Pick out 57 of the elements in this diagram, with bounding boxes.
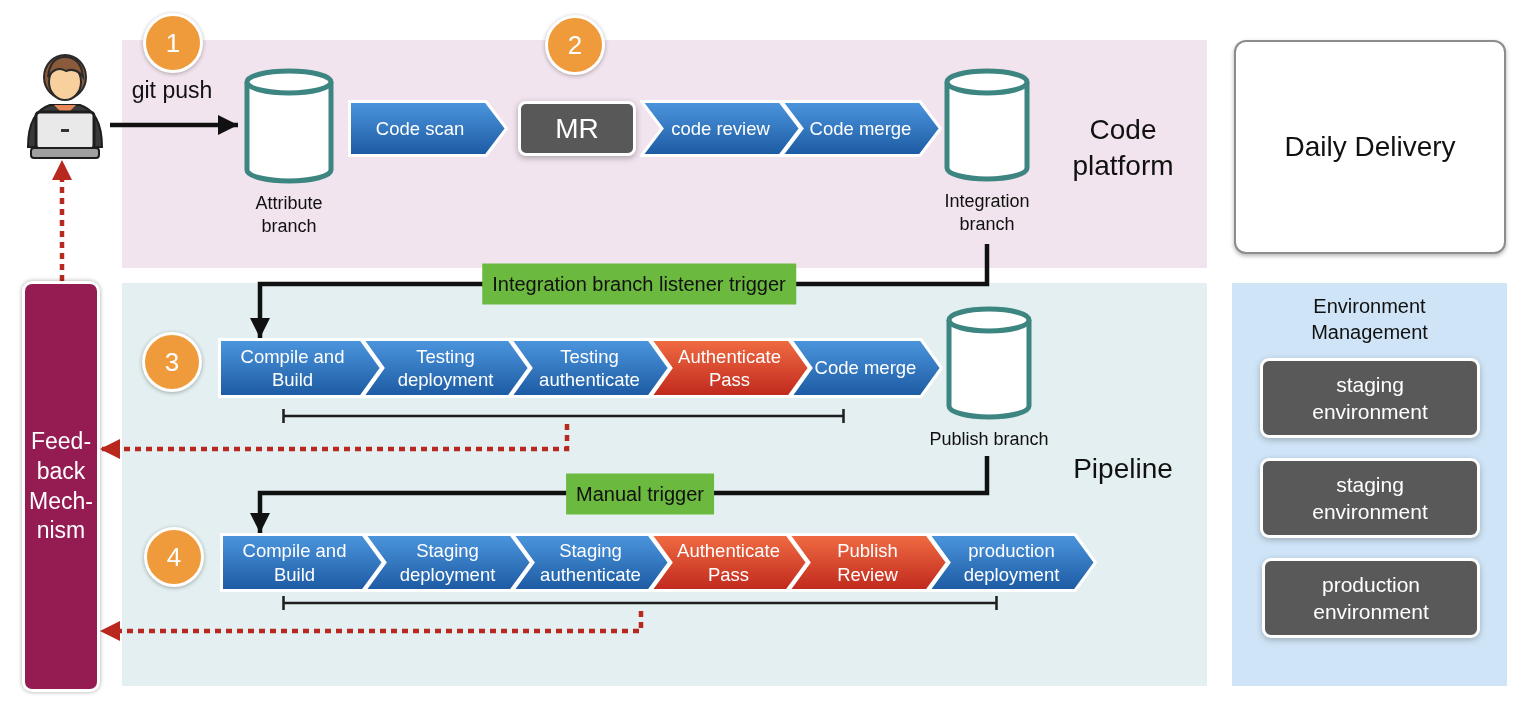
panel-title: Environment Management	[1310, 294, 1429, 345]
band-title: Code platform	[1071, 113, 1175, 184]
step-label: Staging deployment	[398, 539, 497, 586]
step-label: Authenticate Pass	[677, 344, 782, 392]
step-label: Publish Review	[836, 539, 899, 586]
step-label: code review	[671, 116, 770, 141]
summary-box	[1234, 40, 1506, 254]
step-label: Compile and Build	[239, 344, 346, 392]
step-label: Compile and Build	[241, 539, 348, 586]
number-circle	[545, 15, 605, 75]
arrow	[110, 115, 238, 135]
step-label: production deployment	[962, 539, 1061, 586]
dashed-arrow	[100, 424, 570, 459]
step-label: Code merge	[814, 356, 917, 380]
step-label: Testing deployment	[396, 344, 495, 392]
branch-label: Publish branch	[928, 428, 1050, 451]
chevron-step	[789, 338, 943, 398]
span-bracket	[282, 595, 998, 611]
branch-label: Attribute branch	[254, 192, 324, 239]
edge-label: Integration branch listener trigger	[482, 263, 796, 305]
step-number: 1	[165, 27, 181, 59]
dashed-arrow	[100, 611, 644, 641]
edge-label: git push	[131, 76, 213, 104]
box-label: staging environment	[1311, 371, 1429, 425]
panel-label: Feed- back Mech- nism	[28, 426, 94, 546]
chevron-step	[640, 100, 802, 157]
step-label: Staging authenticate	[539, 539, 642, 586]
step-label: MR	[555, 112, 599, 145]
environment-box	[1260, 458, 1480, 538]
process-box	[518, 101, 636, 156]
number-circle	[142, 332, 202, 392]
span-bracket	[282, 408, 845, 424]
chevron-step	[220, 533, 385, 592]
edge-label: Manual trigger	[566, 473, 714, 515]
step-number: 2	[567, 29, 583, 61]
box-label: staging environment	[1311, 471, 1429, 525]
number-circle	[143, 13, 203, 73]
branch-label: Integration branch	[943, 190, 1031, 237]
step-label: Authenticate Pass	[676, 539, 781, 586]
chevron-step	[780, 100, 942, 157]
number-circle	[144, 527, 204, 587]
box-label: production environment	[1312, 571, 1430, 625]
feedback-panel	[22, 281, 100, 692]
chevron-step	[348, 100, 508, 157]
step-label: Testing authenticate	[538, 344, 641, 392]
chevron-step	[218, 338, 383, 398]
step-number: 3	[164, 346, 180, 378]
step-label: Code scan	[375, 116, 465, 141]
step-label: Code merge	[809, 116, 912, 141]
chevron-step	[927, 533, 1097, 592]
environment-box	[1260, 358, 1480, 438]
environment-box	[1262, 558, 1480, 638]
box-title: Daily Delivery	[1284, 131, 1456, 163]
step-number: 4	[166, 541, 182, 573]
dashed-arrow	[52, 160, 72, 281]
environment-panel	[1232, 283, 1507, 686]
band-title: Pipeline	[1072, 452, 1174, 486]
